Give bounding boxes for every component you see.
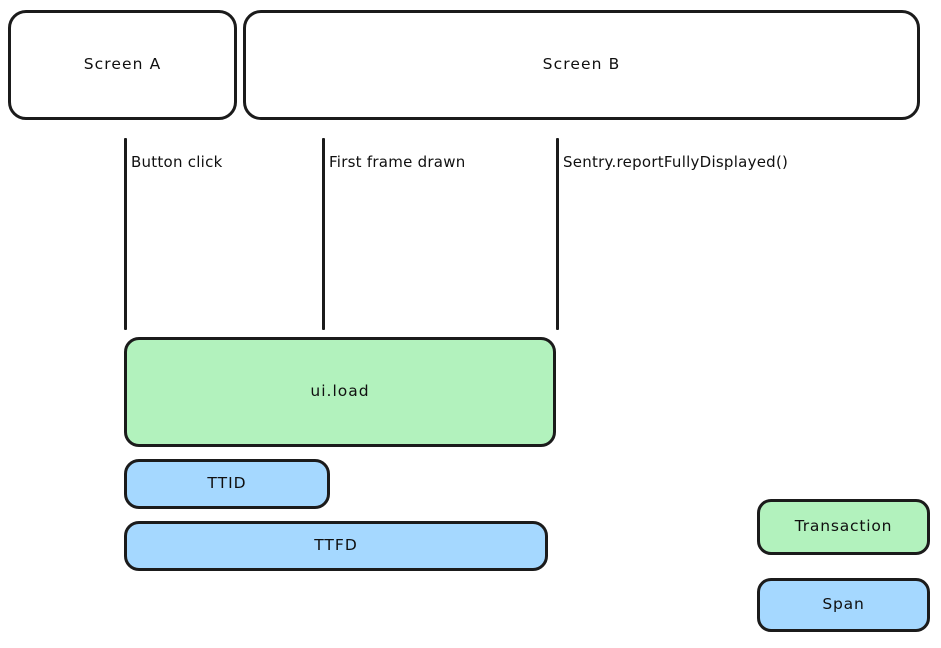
marker-line-report-fully-displayed — [556, 138, 559, 330]
marker-label-report-fully-displayed: Sentry.reportFullyDisplayed() — [563, 153, 789, 171]
legend-label-span: Span — [822, 595, 865, 614]
timeline-bar-ttid: TTID — [124, 459, 330, 509]
timeline-bar-ui-load-label: ui.load — [310, 382, 370, 401]
legend-swatch-span: Span — [757, 578, 930, 632]
timeline-bar-ttfd-label: TTFD — [314, 536, 358, 555]
marker-label-button-click: Button click — [131, 153, 223, 171]
timeline-bar-ui-load: ui.load — [124, 337, 556, 447]
timeline-bar-ttfd: TTFD — [124, 521, 548, 571]
timeline-bar-ttid-label: TTID — [207, 474, 247, 493]
marker-line-button-click — [124, 138, 127, 330]
screen-box-a: Screen A — [8, 10, 237, 120]
marker-label-first-frame-drawn: First frame drawn — [329, 153, 466, 171]
screen-box-a-label: Screen A — [83, 55, 162, 74]
screen-box-b: Screen B — [243, 10, 920, 120]
legend-swatch-transaction: Transaction — [757, 499, 930, 555]
legend-label-transaction: Transaction — [794, 517, 893, 536]
marker-line-first-frame-drawn — [322, 138, 325, 330]
screen-box-b-label: Screen B — [542, 55, 621, 74]
